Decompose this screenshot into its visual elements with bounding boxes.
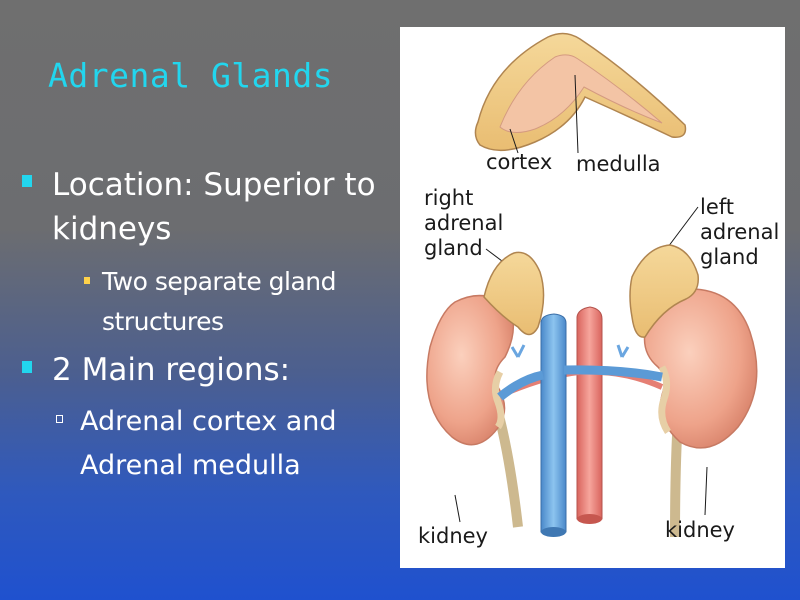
hollow-square-bullet-icon xyxy=(56,415,63,423)
label-kidney-left: kidney xyxy=(418,524,488,548)
label-right-line2: adrenal xyxy=(424,211,503,235)
label-medulla: medulla xyxy=(576,152,661,176)
bullet-location-text: Location: Superior to kidneys xyxy=(52,167,376,247)
label-left-line3: gland xyxy=(700,245,759,269)
sub-bullet-regions: Adrenal cortex and Adrenal medulla xyxy=(56,400,386,488)
adrenal-cross-section xyxy=(474,32,687,151)
label-left-line2: adrenal xyxy=(700,220,779,244)
right-adrenal-gland xyxy=(483,251,545,336)
label-cortex: cortex xyxy=(486,150,552,174)
bullet-main-regions: 2 Main regions: xyxy=(22,348,382,392)
bullet-main-regions-text: 2 Main regions: xyxy=(52,352,291,388)
label-left-line1: left xyxy=(700,195,734,219)
bullet-marker xyxy=(22,361,32,373)
bullet-marker xyxy=(22,175,32,187)
left-adrenal-gland xyxy=(629,244,699,338)
label-right-line3: gland xyxy=(424,236,483,260)
slide-title: Adrenal Glands xyxy=(48,56,334,95)
sub-bullet-separate-structures-text: Two separate gland structures xyxy=(102,267,337,336)
sub-bullet-separate-structures: Two separate gland structures xyxy=(84,262,384,342)
adrenal-kidney-illustration: cortex medulla right adrenal gland left … xyxy=(400,27,785,568)
sub-bullet-marker xyxy=(84,277,90,284)
label-kidney-right: kidney xyxy=(665,518,735,542)
bullet-location: Location: Superior to kidneys xyxy=(22,163,382,251)
label-right-line1: right xyxy=(424,186,473,210)
sub-bullet-regions-text: Adrenal cortex and Adrenal medulla xyxy=(80,406,337,481)
